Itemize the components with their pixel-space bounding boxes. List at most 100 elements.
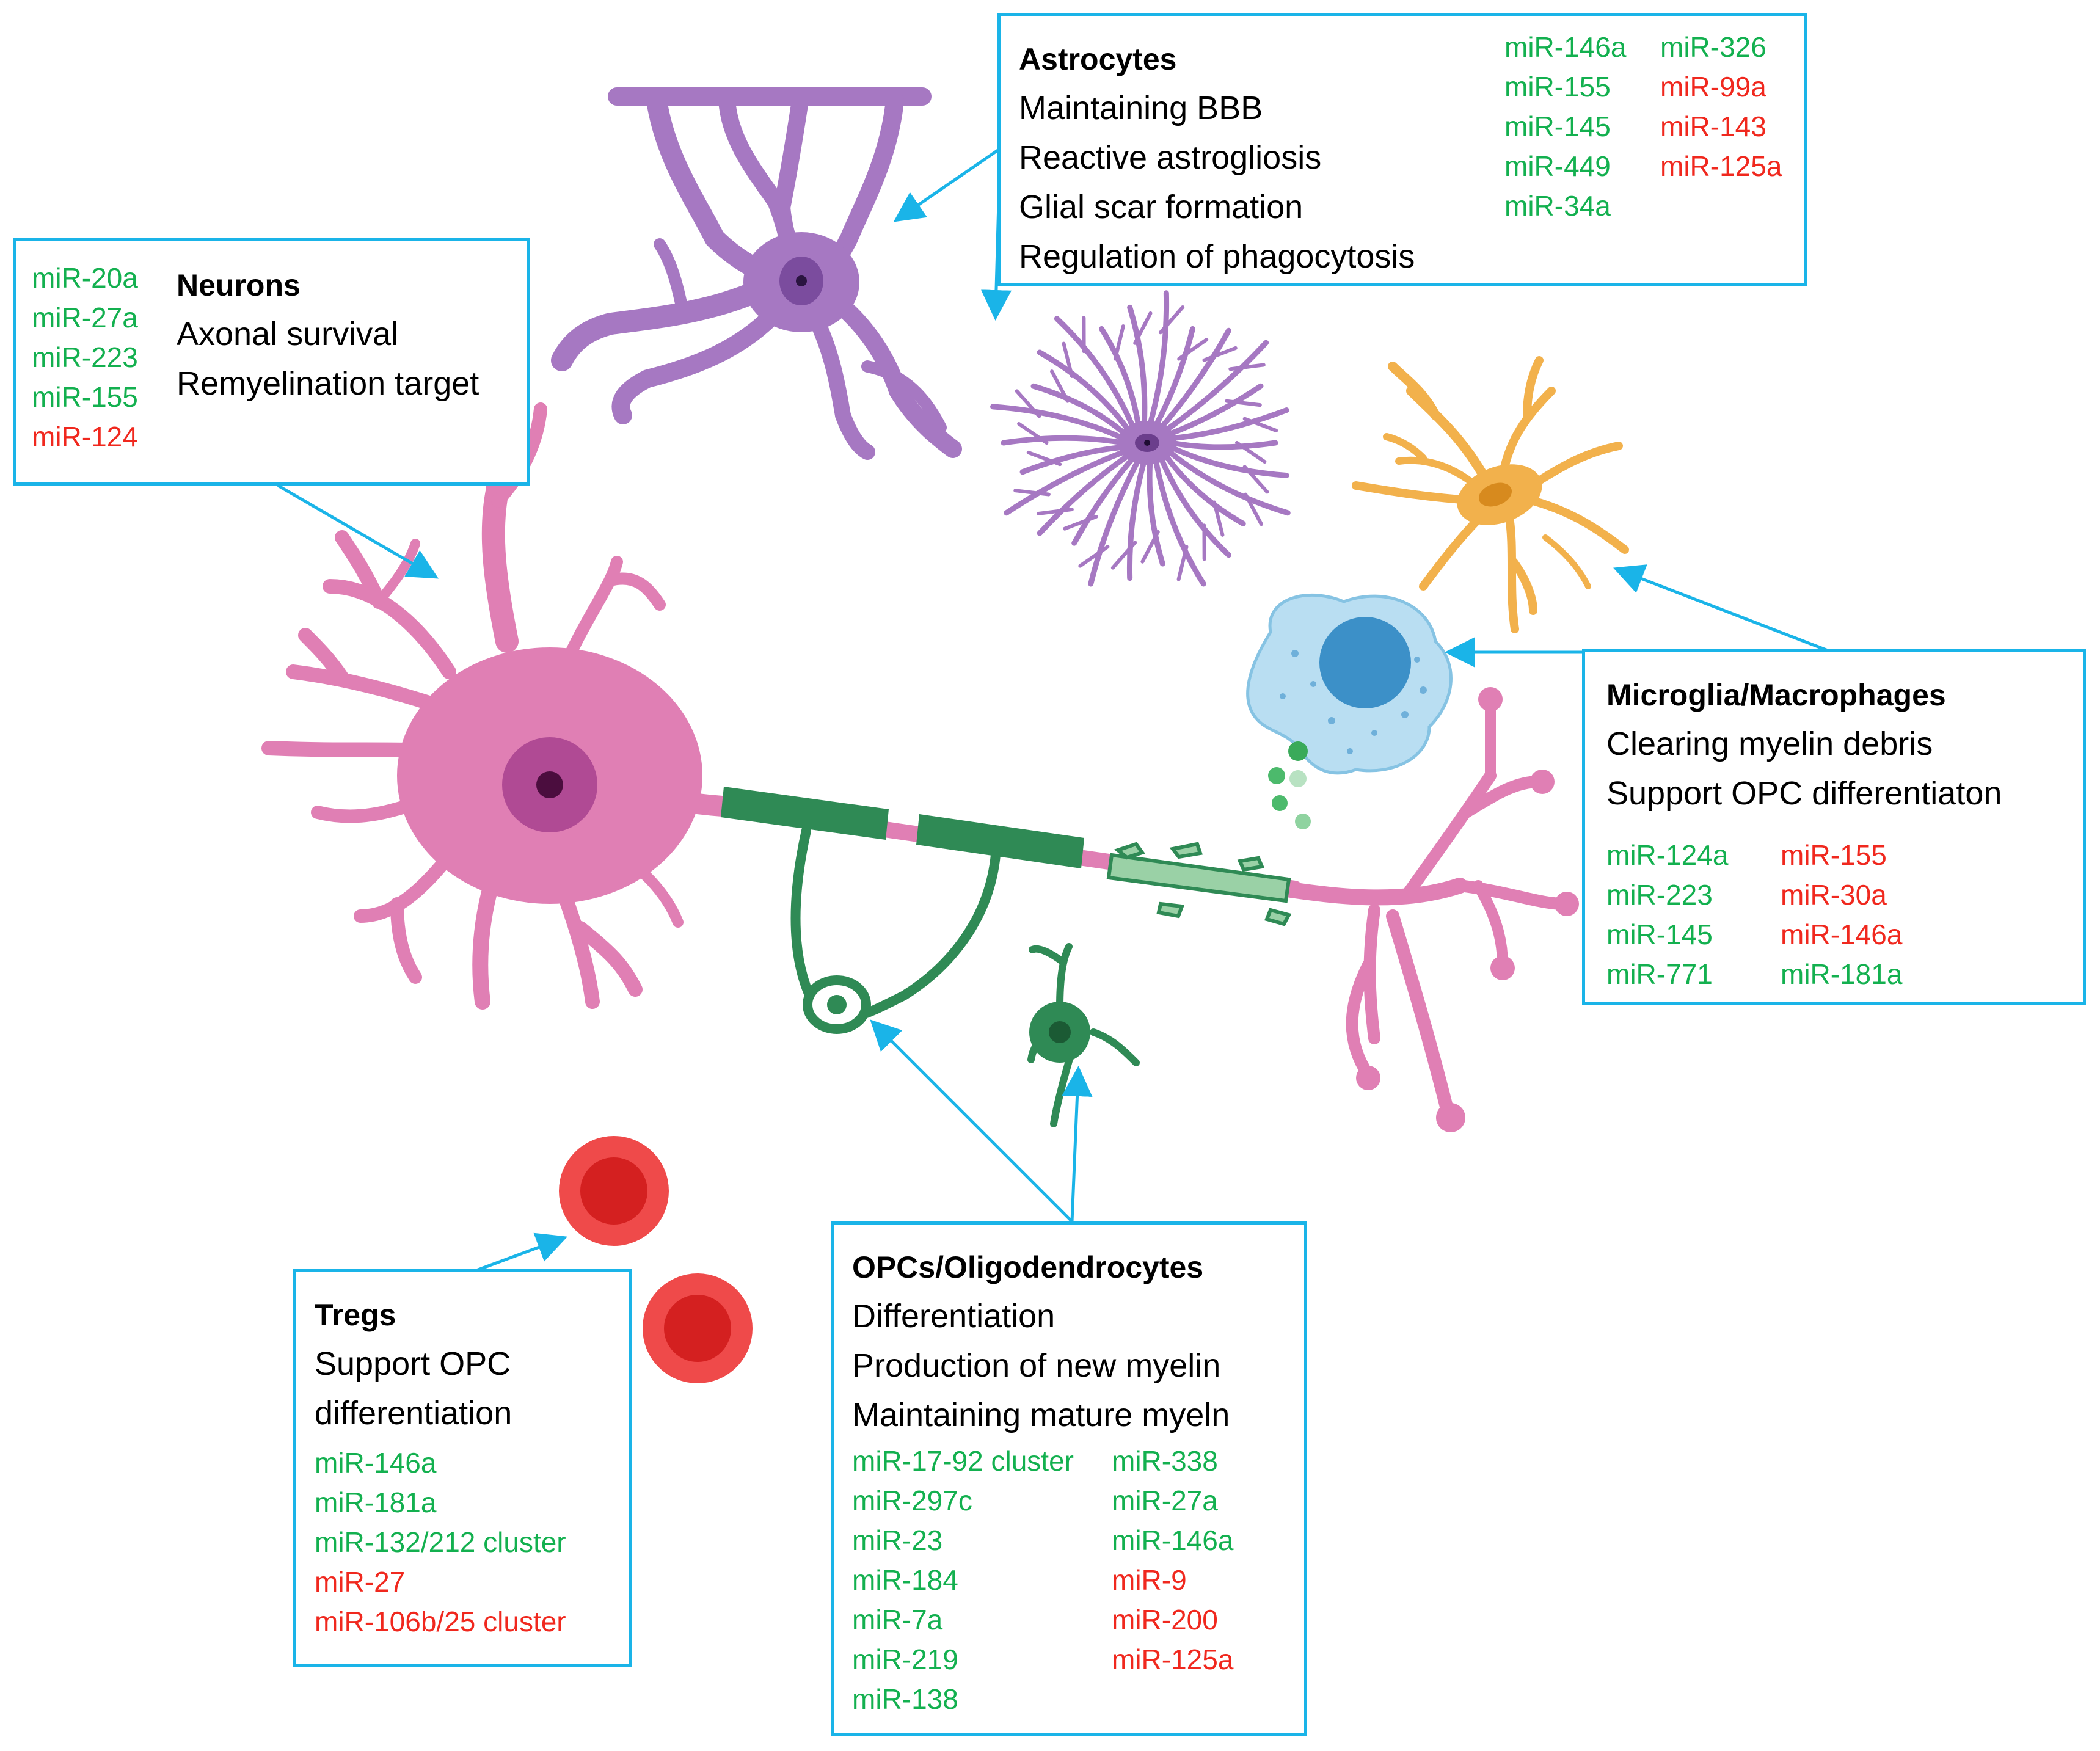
astrocyte-branch [1242, 465, 1269, 494]
mirna-label: miR-27a [1112, 1485, 1218, 1516]
astrocyte-process [1158, 327, 1231, 431]
astrocytes-info-box: Astrocytes Maintaining BBB Reactive astr… [997, 13, 1807, 286]
astrocytes-function: Regulation of phagocytosis [1019, 238, 1415, 275]
astrocyte-process [1168, 407, 1289, 442]
mirna-label: miR-138 [852, 1683, 958, 1715]
microglia-info-box: Microglia/Macrophages Clearing myelin de… [1582, 649, 2086, 1005]
neurons-function: Remyelination target [177, 365, 479, 402]
astrocyte-branch [1037, 508, 1074, 515]
astrocyte-branch [1110, 541, 1137, 570]
mirna-label: miR-184 [852, 1564, 958, 1596]
astrocyte-branch [1228, 363, 1266, 371]
astrocyte-process [990, 404, 1126, 442]
mirna-label: miR-181a [1781, 958, 1903, 990]
mirna-label: miR-124a [1606, 839, 1729, 871]
astrocyte-process [1030, 383, 1129, 437]
astrocyte-branch [1177, 338, 1209, 361]
astrocyte-branch [1212, 500, 1225, 537]
mirna-label: miR-27 [315, 1566, 406, 1598]
tregs-function: differentiation [315, 1395, 512, 1432]
astrocyte-process [1126, 458, 1147, 581]
astrocyte-branch [1078, 545, 1110, 568]
mirna-label: miR-155 [1781, 839, 1887, 871]
astrocytes-function: Maintaining BBB [1019, 90, 1263, 126]
mirna-label: miR-34a [1504, 190, 1611, 222]
macrophage-nucleus [1319, 617, 1411, 708]
astrocyte-process [1165, 383, 1264, 437]
mirna-label: miR-200 [1112, 1604, 1218, 1636]
astrocytes-function: Reactive astrogliosis [1019, 139, 1322, 176]
opcs-mirna-list: miR-17-92 cluster miR-297c miR-23 miR-184 mi… [852, 1441, 1074, 1719]
astrocyte-process [1168, 444, 1289, 478]
myelin-sheath [721, 787, 1084, 868]
astrocyte-branch [1113, 324, 1125, 361]
opcs-info-box: OPCs/Oligodendrocytes Differentiation Pr… [831, 1221, 1307, 1736]
neurons-function: Axonal survival [177, 316, 399, 352]
microglia-title: Microglia/Macrophages [1606, 678, 1946, 712]
astrocytes-title: Astrocytes [1019, 42, 1177, 76]
mirna-label: miR-143 [1660, 111, 1766, 142]
connector-arrows [277, 148, 1833, 1272]
astrocyte-process [1127, 304, 1148, 428]
astrocyte-process [1037, 349, 1132, 434]
astrocyte-branch [1244, 492, 1263, 526]
microglia-function: Support OPC differentiaton [1606, 775, 2002, 812]
mirna-label: miR-7a [852, 1604, 943, 1636]
astrocyte-branch [1026, 450, 1062, 467]
mirna-label: miR-27a [32, 302, 138, 333]
astrocyte-branch [1062, 341, 1074, 378]
astrocyte-branch [1017, 421, 1049, 445]
astrocyte-branch [1235, 441, 1267, 464]
mirna-label: miR-99a [1660, 71, 1766, 103]
tregs-title: Tregs [315, 1298, 396, 1332]
astrocyte-process [1019, 444, 1126, 475]
astrocytes-mirna-list: miR-326 miR-99a miR-143 miR-125a [1660, 27, 1782, 186]
mirna-label: miR-23 [852, 1524, 943, 1556]
astrocyte-branch [1015, 389, 1041, 418]
astrocytes-function: Glial scar formation [1019, 189, 1303, 225]
treg-cells [559, 1136, 753, 1383]
mirna-label: miR-223 [32, 341, 138, 373]
tregs-function: Support OPC [315, 1345, 511, 1382]
mirna-label: miR-297c [852, 1485, 972, 1516]
mirna-label: miR-155 [32, 381, 138, 413]
astrocyte-process [1088, 457, 1142, 587]
mirna-label: miR-125a [1112, 1644, 1234, 1675]
astrocyte-process [1153, 326, 1195, 429]
astrocyte-process [1054, 316, 1136, 431]
microglia-function: Clearing myelin debris [1606, 726, 1933, 762]
opcs-function: Production of new myelin [852, 1347, 1221, 1384]
mirna-label: miR-125a [1660, 150, 1782, 182]
mirna-label: miR-17-92 cluster [852, 1445, 1074, 1477]
astrocyte-process [1158, 455, 1231, 558]
mirna-label: miR-326 [1660, 31, 1766, 63]
opcs-title: OPCs/Oligodendrocytes [852, 1250, 1204, 1284]
mirna-label: miR-9 [1112, 1564, 1187, 1596]
astrocyte-branch [1050, 369, 1070, 403]
astrocyte-process [1037, 452, 1132, 536]
astrocyte-process [1162, 340, 1269, 434]
mirna-label: miR-145 [1606, 919, 1713, 950]
mirna-label: miR-20a [32, 262, 138, 294]
astrocyte-process [1147, 290, 1170, 428]
mirna-label: miR-106b/25 cluster [315, 1606, 566, 1637]
mirna-label: miR-338 [1112, 1445, 1218, 1477]
mirna-label: miR-155 [1504, 71, 1611, 103]
astrocyte-branch [1176, 545, 1189, 581]
astrocyte-branch [1013, 489, 1051, 497]
astrocyte-process [1162, 452, 1246, 526]
mirna-label: miR-146a [315, 1447, 437, 1479]
astrocyte-branch [1242, 417, 1278, 432]
astrocyte-branch [1225, 399, 1262, 407]
mirna-label: miR-146a [1781, 919, 1903, 950]
mirna-label: miR-146a [1504, 31, 1627, 63]
astrocyte-process [1004, 448, 1129, 516]
astrocyte-process [1071, 455, 1136, 546]
astrocyte-process [1153, 457, 1206, 587]
